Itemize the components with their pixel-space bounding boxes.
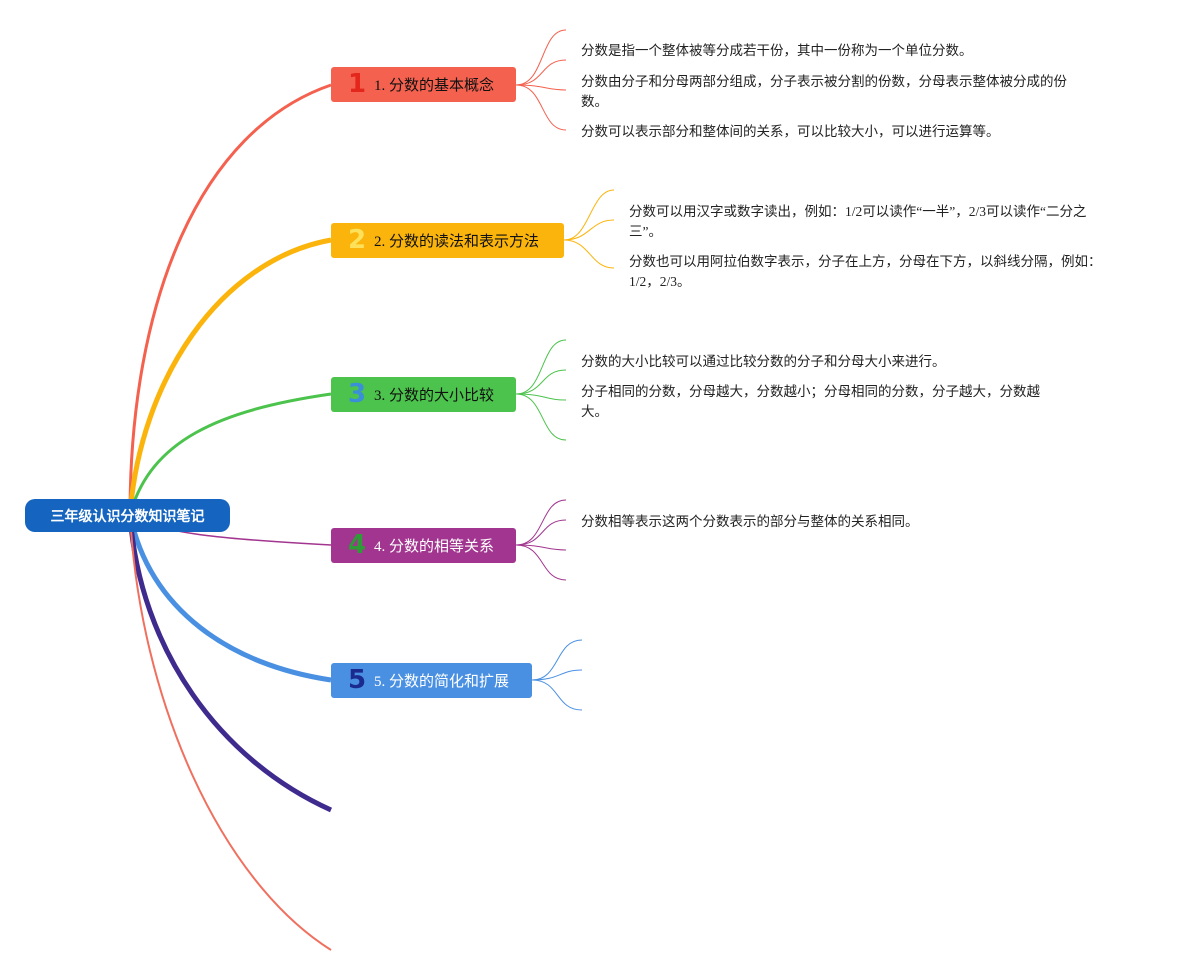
root-node[interactable]: 三年级认识分数知识笔记: [25, 499, 230, 532]
leaf-fan-5: [531, 639, 583, 711]
branch-node-1[interactable]: 1 1. 分数的基本概念: [331, 67, 516, 102]
number-4-icon: 4: [348, 530, 367, 560]
leaf-text[interactable]: 分数也可以用阿拉伯数字表示，分子在上方，分母在下方，以斜线分隔，例如：1/2，2…: [629, 254, 1102, 289]
number-1-icon: 1: [348, 69, 367, 99]
number-3-icon: 3: [348, 379, 367, 409]
branch-node-2[interactable]: 2 2. 分数的读法和表示方法: [331, 223, 564, 258]
branch-node-4[interactable]: 4 4. 分数的相等关系: [331, 528, 516, 563]
leaf-text[interactable]: 分数可以用汉字或数字读出，例如：1/2可以读作“一半”，2/3可以读作“二分之三…: [629, 204, 1087, 239]
branch-label: 2. 分数的读法和表示方法: [374, 234, 540, 250]
branch-node-5[interactable]: 5 5. 分数的简化和扩展: [331, 663, 532, 698]
connector-branch-2: [127, 237, 332, 516]
branch-label: 3. 分数的大小比较: [374, 388, 495, 404]
leaf-fan-1: [515, 29, 567, 131]
number-5-icon: 5: [348, 665, 367, 695]
branch-label: 1. 分数的基本概念: [374, 78, 495, 94]
branch-label: 4. 分数的相等关系: [374, 539, 495, 555]
leaf-fan-3: [515, 339, 567, 441]
connector-branch-3: [128, 392, 332, 516]
leaf-fan-2: [563, 189, 615, 269]
connector-branch-7: [129, 514, 332, 951]
number-2-icon: 2: [348, 225, 367, 255]
leaf-text[interactable]: 分数相等表示这两个分数表示的部分与整体的关系相同。: [581, 514, 919, 529]
branch-label: 5. 分数的简化和扩展: [374, 674, 510, 690]
branch-node-3[interactable]: 3 3. 分数的大小比较: [331, 377, 516, 412]
leaf-text[interactable]: 分数是指一个整体被等分成若干份，其中一份称为一个单位分数。: [581, 43, 973, 58]
connector-branch-1: [128, 83, 332, 516]
leaf-text[interactable]: 分子相同的分数，分母越大，分数越小；分母相同的分数，分子越大，分数越大。: [581, 384, 1040, 419]
connector-branch-5: [127, 514, 332, 683]
leaf-text[interactable]: 分数由分子和分母两部分组成，分子表示被分割的份数，分母表示整体被分成的份数。: [581, 74, 1067, 109]
leaf-text[interactable]: 分数可以表示部分和整体间的关系，可以比较大小，可以进行运算等。: [581, 124, 1000, 139]
leaf-fan-4: [515, 499, 567, 581]
connector-branch-6: [127, 514, 333, 813]
leaf-text[interactable]: 分数的大小比较可以通过比较分数的分子和分母大小来进行。: [581, 354, 946, 369]
